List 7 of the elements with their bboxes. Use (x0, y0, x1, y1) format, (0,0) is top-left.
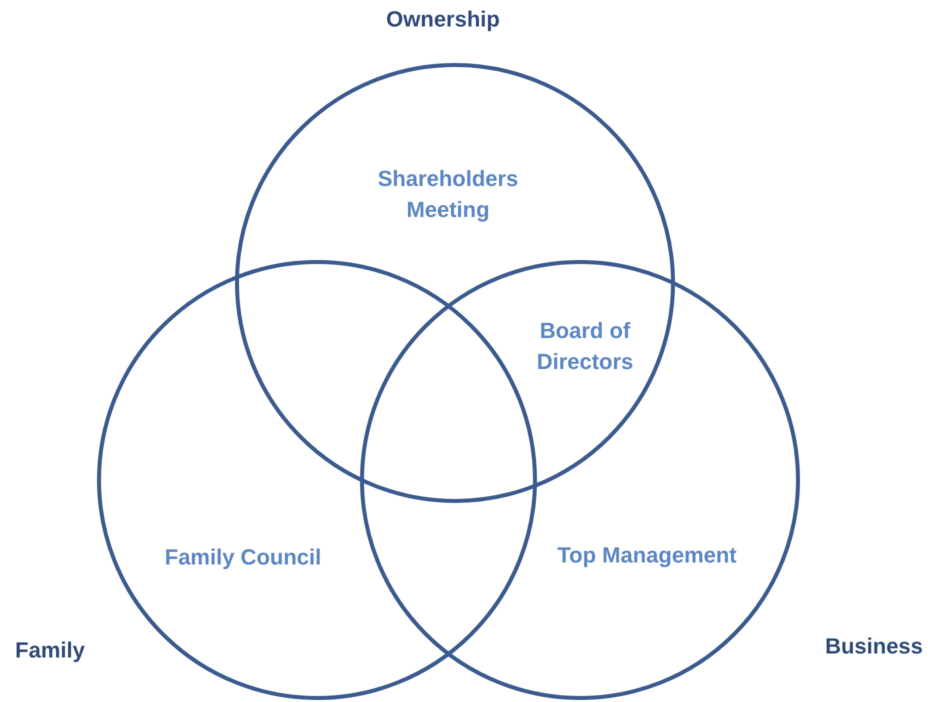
overlap-label: Board of Directors (536, 317, 634, 376)
circle-label: Top Management (556, 542, 738, 570)
circle-label: Family Council (164, 544, 322, 572)
circle-heading: Ownership (386, 6, 500, 34)
circle-label: Shareholders Meeting (376, 165, 520, 224)
circle-heading: Business (825, 632, 923, 661)
circle-heading: Family (15, 636, 85, 665)
